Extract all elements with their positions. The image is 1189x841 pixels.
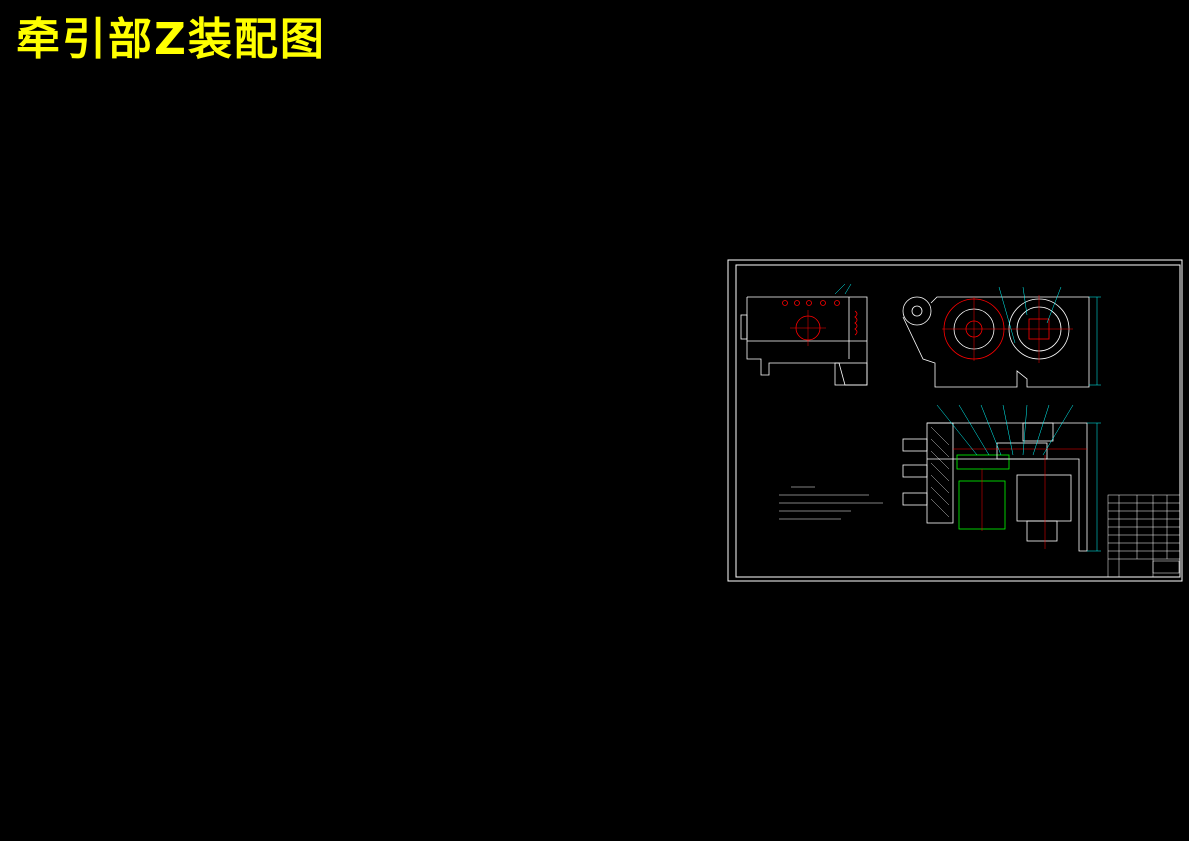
- drawing-sheet: [727, 259, 1183, 582]
- title-block: [1107, 494, 1181, 578]
- section-view: [902, 404, 1101, 552]
- top-right-view: [902, 286, 1101, 388]
- technical-notes: [779, 486, 883, 520]
- drawing-title: 牵引部Z装配图: [16, 14, 326, 65]
- sheet-inner-border: [735, 264, 1181, 578]
- sheet-outer-border: [727, 259, 1183, 582]
- left-view: [740, 283, 868, 386]
